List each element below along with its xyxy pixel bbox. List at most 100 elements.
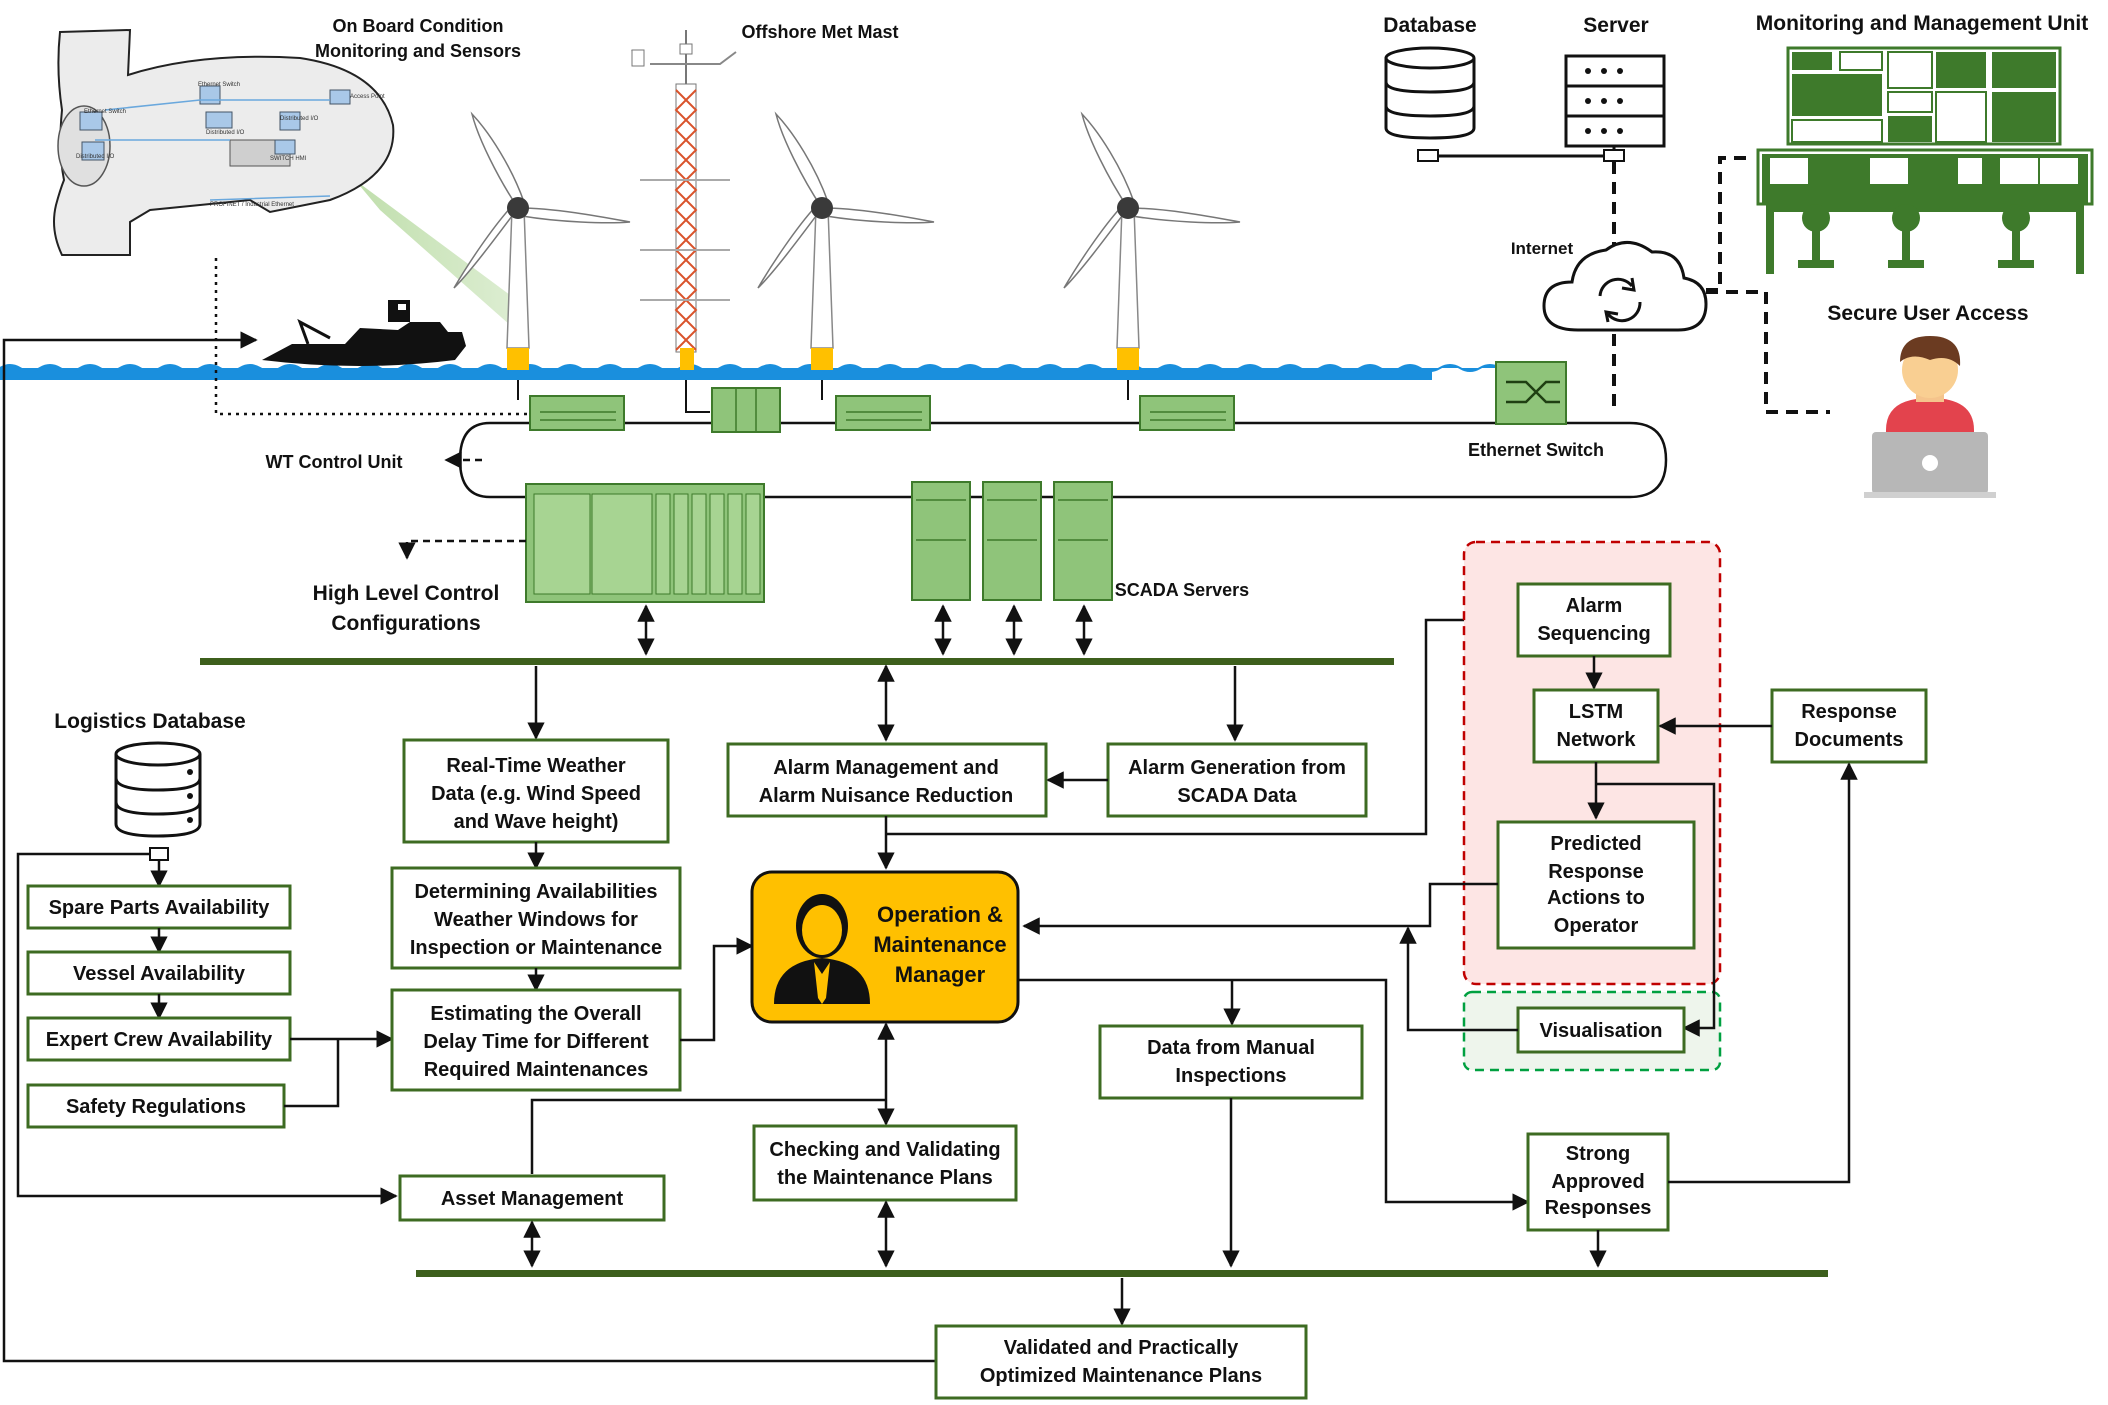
onboard-label: On Board Condition	[333, 16, 504, 36]
lstm-box	[1532, 688, 1660, 764]
ethernet-switch-label: Ethernet Switch	[1468, 440, 1604, 460]
weather-text: Real-Time Weather	[446, 755, 626, 777]
nacelle-label: Access Point	[350, 94, 385, 100]
sea-surface	[0, 364, 1501, 380]
wind-turbine-icon	[757, 111, 935, 370]
predicted-response-text: Response	[1548, 861, 1644, 883]
database-icon	[1384, 46, 1476, 140]
wind-turbine-icon	[453, 111, 631, 370]
om-manager-text: Maintenance	[873, 932, 1006, 957]
logistics-label: Logistics Database	[54, 710, 245, 733]
bus-top	[200, 658, 1394, 665]
dashboard-icon	[1756, 46, 2094, 274]
response-documents-box	[1770, 688, 1928, 764]
checking-text: the Maintenance Plans	[777, 1167, 993, 1189]
met-mast-label: Offshore Met Mast	[741, 22, 898, 42]
bus-bottom	[416, 1270, 1828, 1277]
nacelle-label: Ethernet Switch	[84, 109, 126, 115]
server-label: Server	[1583, 14, 1648, 37]
weather-text: and Wave height)	[454, 811, 619, 833]
asset-management-text: Asset Management	[441, 1188, 624, 1210]
wt-control-module	[529, 395, 625, 431]
manual-inspections-text: Data from Manual	[1147, 1037, 1315, 1059]
predicted-response-text: Operator	[1554, 915, 1639, 937]
wt-control-label: WT Control Unit	[266, 452, 403, 472]
response-documents-text: Response	[1801, 701, 1897, 723]
wt-control-module	[711, 387, 781, 433]
ship-icon	[262, 300, 466, 366]
wind-turbine-icon	[1063, 111, 1241, 370]
vessel-box	[26, 950, 292, 996]
high-level-label: High Level Control	[313, 582, 500, 605]
server-icon	[1564, 54, 1666, 148]
nacelle-label: Ethernet Switch	[198, 82, 240, 88]
safety-text: Safety Regulations	[66, 1096, 246, 1118]
database-label: Database	[1383, 14, 1476, 37]
predicted-response-text: Predicted	[1550, 833, 1641, 855]
availabilities-text: Determining Availabilities	[414, 881, 657, 903]
om-manager-text: Manager	[895, 962, 986, 987]
wt-control-module	[1139, 395, 1235, 431]
alarm-generation-text: Alarm Generation from	[1128, 757, 1346, 779]
alarm-sequencing-text: Alarm	[1566, 595, 1623, 617]
mmu-label: Monitoring and Management Unit	[1756, 12, 2088, 35]
alarm-management-box	[726, 742, 1048, 818]
wt-control-module	[835, 395, 931, 431]
alarm-sequencing-box	[1516, 582, 1672, 658]
delay-box	[390, 988, 682, 1092]
nacelle-label: SWITCH HMI	[270, 156, 307, 162]
strong-responses-text: Responses	[1545, 1197, 1652, 1219]
nacelle-label: Distributed I/O	[280, 116, 319, 122]
visualisation-text: Visualisation	[1539, 1020, 1662, 1042]
onboard-label: Monitoring and Sensors	[315, 41, 521, 61]
lstm-text: Network	[1557, 729, 1637, 751]
checking-box	[752, 1124, 1018, 1202]
nacelle-label: Distributed I/O	[76, 154, 115, 160]
alarm-management-text: Alarm Management and	[773, 757, 999, 779]
checking-text: Checking and Validating	[769, 1139, 1000, 1161]
strong-responses-text: Approved	[1551, 1171, 1644, 1193]
safety-box	[26, 1083, 286, 1129]
cloud-icon	[1542, 241, 1708, 332]
availabilities-text: Weather Windows for	[434, 909, 638, 931]
strong-responses-text: Strong	[1566, 1143, 1630, 1165]
spare-parts-box	[26, 884, 292, 930]
user-laptop-icon	[1864, 336, 1996, 498]
ethernet-switch-icon	[1495, 361, 1567, 425]
spare-parts-text: Spare Parts Availability	[49, 897, 271, 919]
vessel-text: Vessel Availability	[73, 963, 246, 985]
weather-text: Data (e.g. Wind Speed	[431, 783, 641, 805]
availabilities-text: Inspection or Maintenance	[410, 937, 662, 959]
strong-responses-box	[1526, 1132, 1670, 1232]
nacelle-label: PROFINET / Industrial Ethernet	[210, 202, 294, 208]
alarm-generation-text: SCADA Data	[1177, 785, 1297, 807]
availabilities-box	[390, 866, 682, 970]
manual-inspections-box	[1098, 1024, 1364, 1100]
validated-plans-text: Optimized Maintenance Plans	[980, 1365, 1262, 1387]
delay-text: Estimating the Overall	[430, 1003, 641, 1025]
delay-text: Required Maintenances	[424, 1059, 649, 1081]
network-ring	[458, 421, 1668, 499]
alarm-management-text: Alarm Nuisance Reduction	[759, 785, 1014, 807]
response-documents-text: Documents	[1795, 729, 1904, 751]
manual-inspections-text: Inspections	[1175, 1065, 1286, 1087]
lstm-text: LSTM	[1569, 701, 1623, 723]
alarm-sequencing-text: Sequencing	[1537, 623, 1650, 645]
asset-management-box	[398, 1174, 666, 1222]
scada-server-icon	[911, 481, 1113, 601]
manager-icon	[774, 894, 870, 1004]
scada-servers-label: SCADA Servers	[1115, 580, 1249, 600]
delay-text: Delay Time for Different	[423, 1031, 649, 1053]
plc-rack-icon	[525, 483, 765, 603]
internet-label: Internet	[1511, 239, 1574, 258]
nacelle-diagram-icon: Ethernet Switch Ethernet Switch Distribu…	[53, 28, 510, 325]
predicted-response-text: Actions to	[1547, 887, 1645, 909]
expert-crew-text: Expert Crew Availability	[46, 1029, 273, 1051]
secure-user-label: Secure User Access	[1827, 302, 2028, 325]
om-manager-text: Operation &	[877, 902, 1003, 927]
validated-plans-box	[934, 1324, 1308, 1400]
database-icon	[114, 741, 202, 838]
met-mast-icon	[631, 30, 737, 370]
